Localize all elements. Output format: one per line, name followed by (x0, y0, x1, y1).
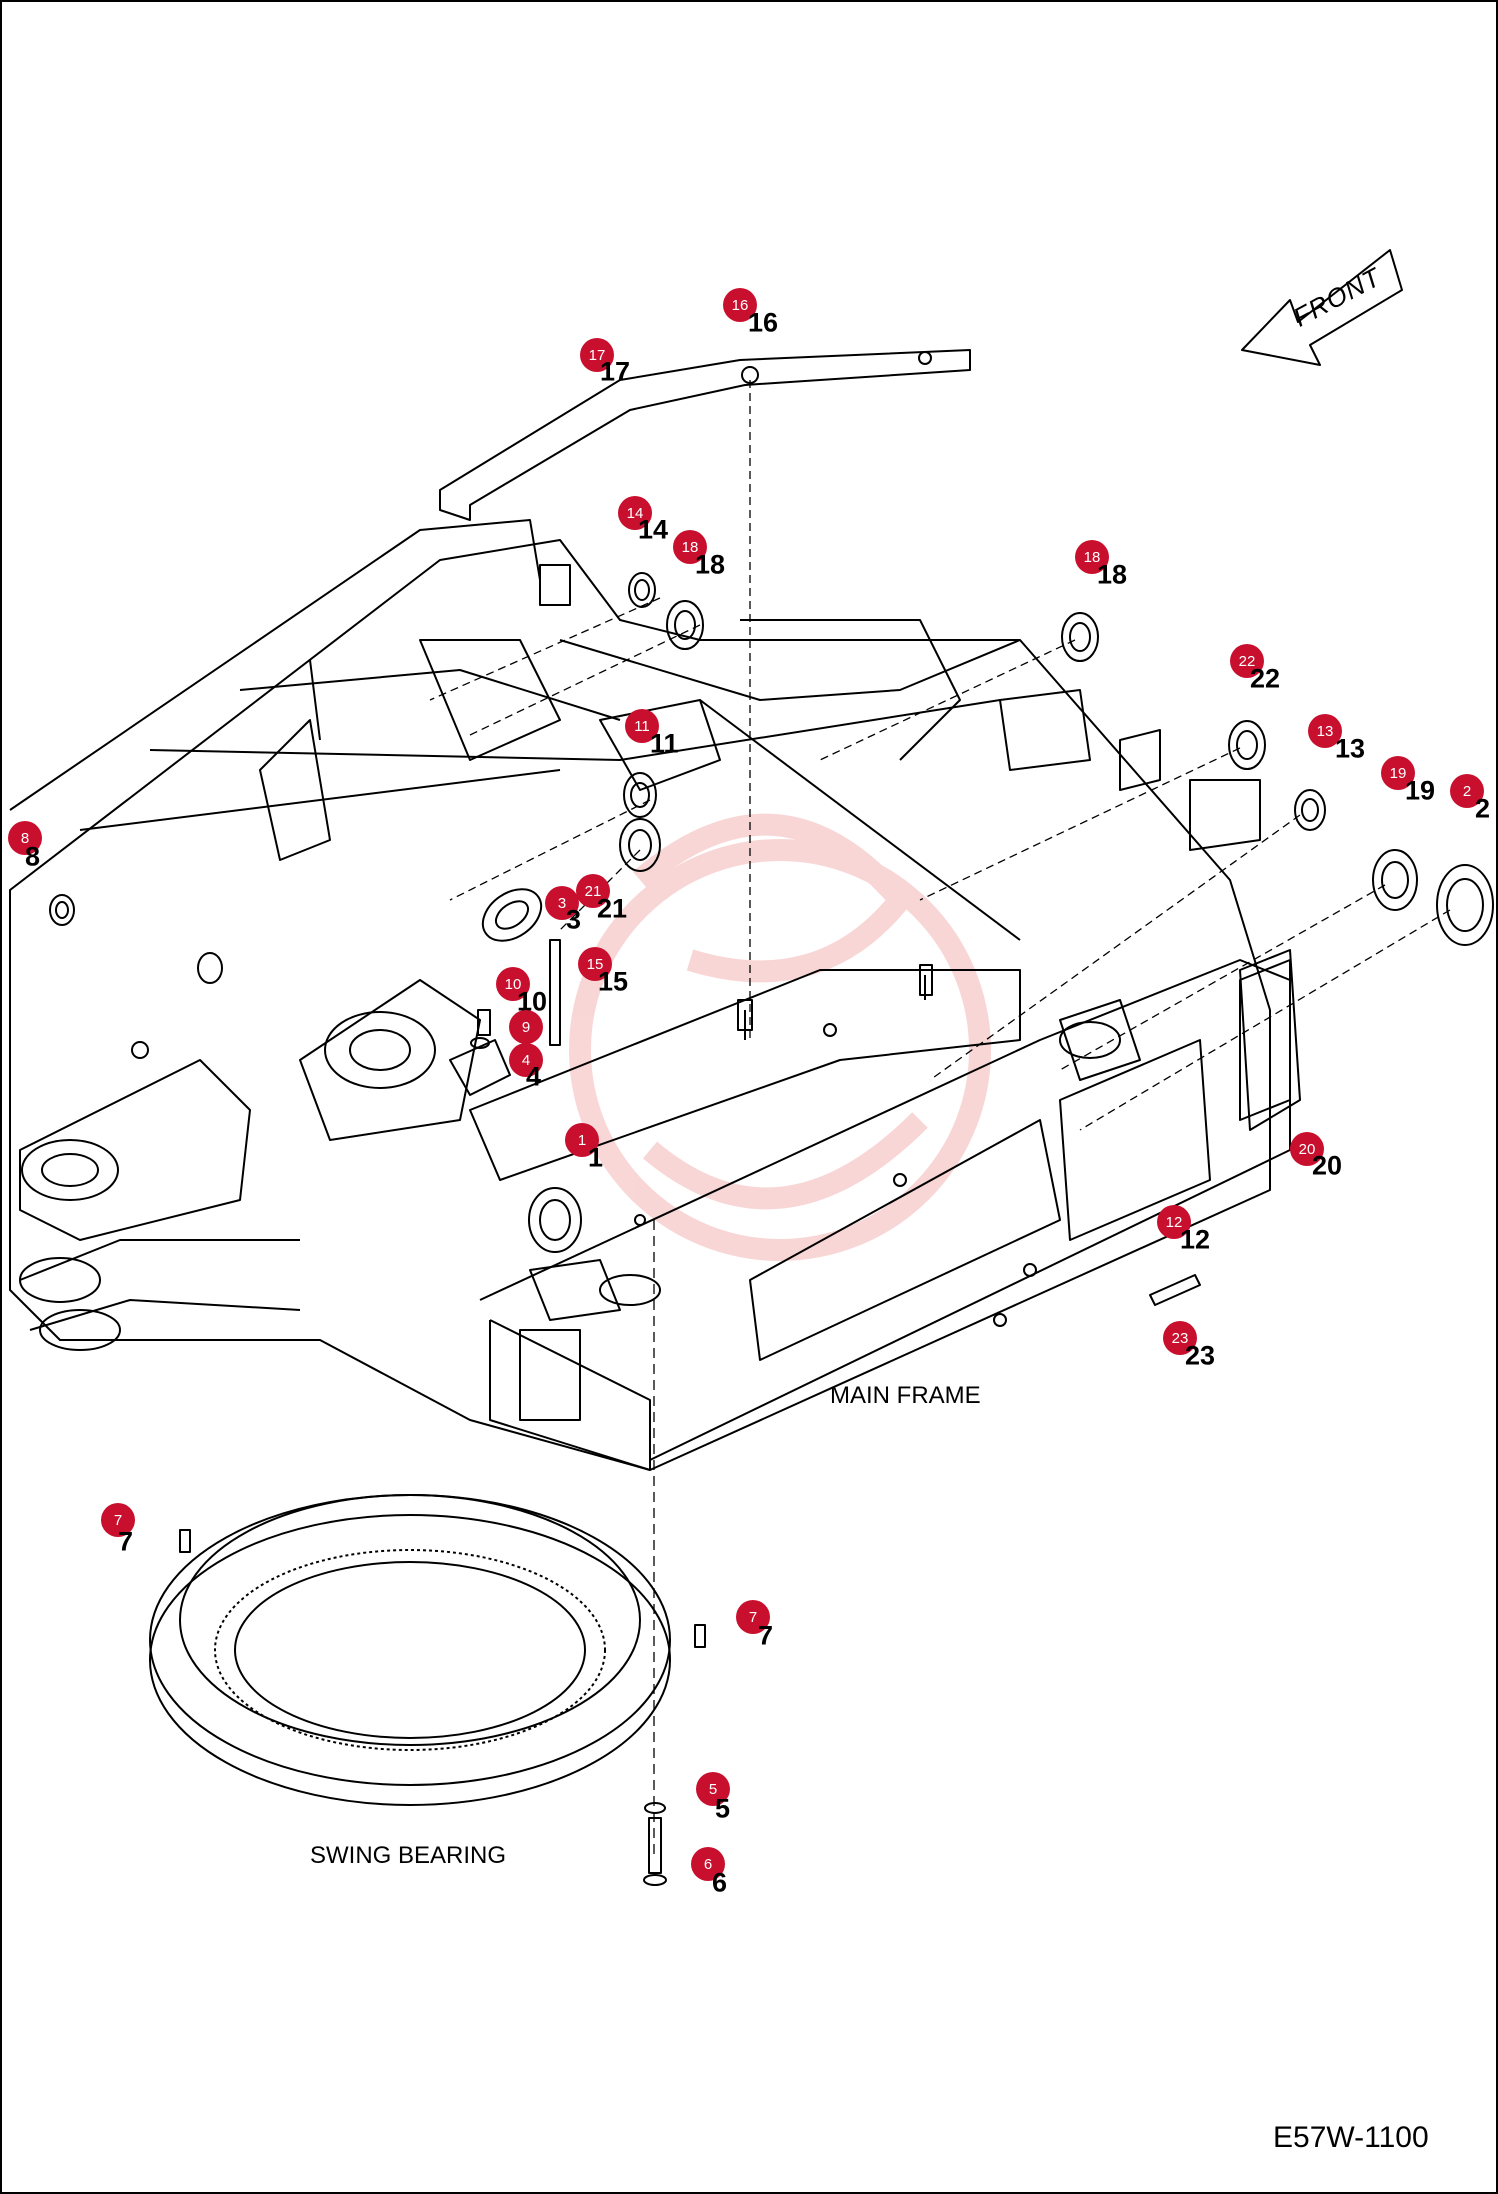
callout-2: 2 (1450, 774, 1484, 808)
callout-6: 6 (691, 1847, 725, 1881)
watermark-graphic (569, 813, 991, 1261)
part-number-17: 17 (600, 356, 631, 387)
main-frame-label: MAIN FRAME (830, 1382, 981, 1409)
part-number-19: 19 (1405, 775, 1436, 806)
callout-18-right: 18 (1075, 540, 1109, 574)
part-number-6: 6 (712, 1867, 728, 1898)
part-number-15: 15 (598, 966, 629, 997)
callout-7-left: 7 (101, 1503, 135, 1537)
part-number-14: 14 (638, 514, 669, 545)
part-number-20: 20 (1312, 1150, 1343, 1181)
callout-17: 17 (580, 338, 614, 372)
front-arrow-graphic (1241, 249, 1403, 366)
callout-1: 1 (565, 1123, 599, 1157)
part-number-13: 13 (1335, 733, 1366, 764)
callout-7-right: 7 (736, 1600, 770, 1634)
part-number-23: 23 (1185, 1340, 1216, 1371)
part-number-16: 16 (748, 307, 779, 338)
callout-12: 12 (1157, 1205, 1191, 1239)
callout-18: 18 (673, 530, 707, 564)
part-number-7-left: 7 (118, 1526, 134, 1557)
part-number-7-right: 7 (758, 1620, 774, 1651)
callout-8: 8 (8, 821, 42, 855)
callout-10: 10 (496, 967, 530, 1001)
callout-3: 3 (545, 886, 579, 920)
drawing-code: E57W-1100 (1273, 2121, 1429, 2154)
part-number-18-right: 18 (1097, 559, 1128, 590)
assembly-lines (429, 380, 1451, 1860)
seals-and-parts (49, 349, 1494, 1306)
callout-14: 14 (618, 496, 652, 530)
callout-13: 13 (1308, 714, 1342, 748)
part-number-18: 18 (695, 549, 726, 580)
swing-bearing-graphic (149, 1494, 706, 1886)
part-number-5: 5 (715, 1793, 731, 1824)
callout-23: 23 (1163, 1321, 1197, 1355)
part-number-4: 4 (526, 1061, 542, 1092)
part-number-2: 2 (1475, 793, 1491, 824)
callout-15: 15 (578, 947, 612, 981)
callout-20: 20 (1290, 1132, 1324, 1166)
callout-19: 19 (1381, 756, 1415, 790)
callout-16: 16 (723, 288, 757, 322)
callout-4: 4 (509, 1043, 543, 1077)
part-number-3: 3 (566, 904, 582, 935)
part-number-22: 22 (1250, 663, 1281, 694)
callout-5: 5 (696, 1772, 730, 1806)
callout-9: 9 (509, 1010, 543, 1044)
callout-22: 22 (1230, 644, 1264, 678)
part-number-11: 11 (650, 728, 679, 759)
swing-bearing-label: SWING BEARING (310, 1842, 507, 1869)
part-number-21: 21 (597, 893, 628, 924)
part-number-1: 1 (588, 1142, 604, 1173)
part-number-12: 12 (1180, 1224, 1211, 1255)
main-frame-outline (9, 519, 1301, 1471)
callout-21: 21 (576, 874, 610, 908)
callout-11: 11 (625, 709, 659, 743)
part-number-8: 8 (25, 841, 41, 872)
